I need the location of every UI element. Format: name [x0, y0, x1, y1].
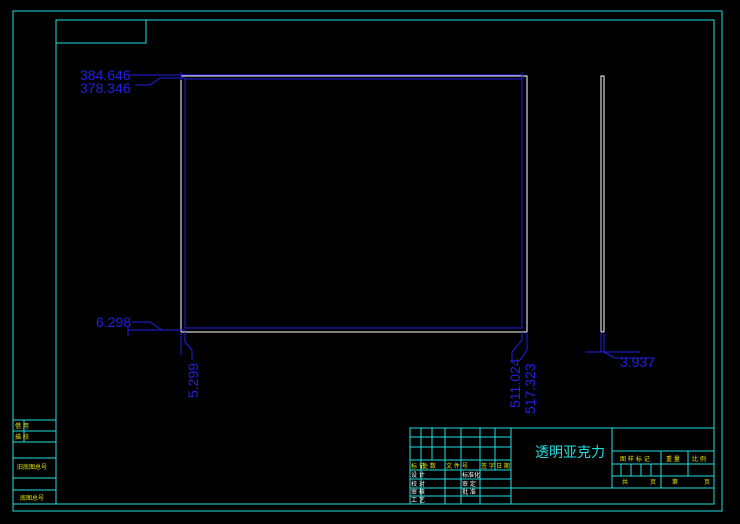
tb-row-process: 工 艺	[411, 496, 425, 504]
tb-row-check: 校 对	[411, 480, 425, 488]
dimension-leaders	[127, 72, 655, 362]
tb-header-sign: 签 字	[481, 462, 495, 470]
tb-row-review: 审 核	[411, 488, 425, 496]
part-name: 透明亚克力	[535, 445, 605, 461]
dim-top-inner: 378.346	[80, 80, 131, 96]
tb-right-drawing-mark: 图 样 标 记	[620, 455, 650, 463]
side-label-3: 旧底图总号	[17, 463, 47, 471]
tb-footer-page1: 页	[650, 479, 656, 486]
sheet-border	[12, 10, 723, 512]
tb-footer-total: 共	[622, 478, 628, 486]
tb-header-date: 日 期	[496, 462, 510, 470]
title-block	[409, 427, 715, 505]
tb-header-doc: 文 件 号	[446, 462, 468, 470]
dim-thickness: 3.937	[620, 354, 655, 370]
tb-header-count: 处 数	[422, 462, 436, 470]
tb-mid-ratify: 批 准	[462, 488, 476, 496]
tb-row-design: 设 计	[411, 471, 425, 479]
tb-right-weight: 重 量	[666, 455, 680, 463]
tb-footer-page2: 页	[704, 479, 710, 486]
side-label-column	[12, 419, 57, 505]
code-box	[55, 19, 147, 44]
drawing-frame	[55, 19, 715, 505]
tb-mid-standard: 标准化	[462, 471, 480, 479]
part-side-view	[600, 75, 605, 333]
tb-mid-approve: 审 定	[462, 480, 476, 488]
dim-top-outer: 384.646	[80, 67, 131, 83]
tb-right-scale: 比 例	[692, 455, 706, 463]
side-label-1: 借 用	[15, 422, 29, 430]
dim-bottom-right-inner: 511.024	[507, 358, 523, 408]
tb-header-mark: 标 记	[411, 462, 425, 470]
tb-footer-no: 第	[672, 478, 678, 486]
dim-bottom-left: 5.299	[185, 363, 201, 398]
side-label-2: 描 校	[15, 433, 29, 441]
dim-left-edge: 6.298	[96, 314, 131, 330]
part-front-view	[180, 75, 528, 333]
side-label-4: 底图总号	[20, 494, 44, 502]
dim-bottom-right-outer: 517.323	[522, 363, 538, 414]
